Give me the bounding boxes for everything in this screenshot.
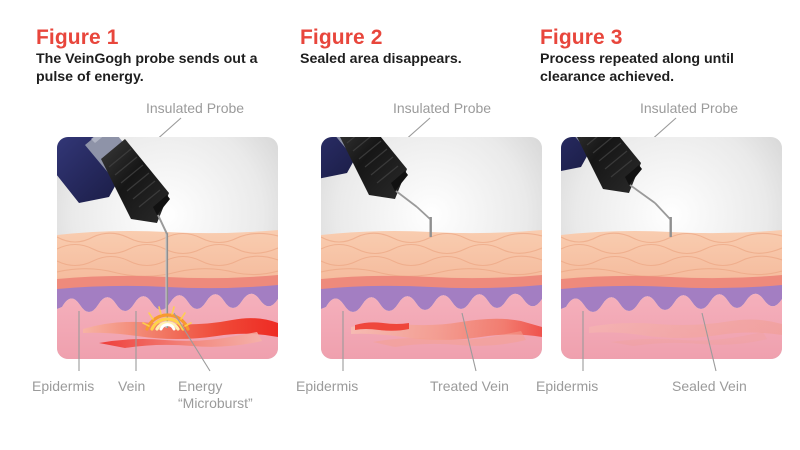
- figure-panel-1: Figure 1 The VeinGogh probe sends out a …: [26, 0, 278, 450]
- figure-1-bottom-leaders: [78, 311, 211, 372]
- figure-1-caption: The VeinGogh probe sends out a pulse of …: [36, 51, 258, 86]
- epidermis-label-1: Epidermis: [32, 378, 95, 394]
- figure-3-title: Figure 3: [540, 26, 623, 49]
- figure-3-caption: Process repeated along until clearance a…: [540, 51, 734, 86]
- treated-vein-lower: [373, 331, 526, 347]
- skin-cross-section-1: [57, 137, 278, 359]
- skin-cross-section-2: [321, 137, 542, 359]
- figure-2-title: Figure 2: [300, 26, 383, 49]
- figure-1-illustration: [57, 137, 278, 359]
- veingogh-probe-device: [57, 137, 170, 235]
- energy-microburst-label-1: Energy “Microburst”: [178, 378, 253, 411]
- epidermis-label-2: Epidermis: [296, 378, 359, 394]
- vein-lower: [99, 332, 262, 348]
- sealed-vein-label-3: Sealed Vein: [672, 378, 747, 394]
- figure-2-bottom-leaders: [342, 311, 477, 372]
- figure-3-bottom-leaders: [582, 311, 717, 372]
- figure-2-caption: Sealed area disappears.: [300, 51, 462, 67]
- energy-microburst: [142, 306, 192, 331]
- figure-3-illustration: [561, 137, 782, 359]
- treated-vein-label-2: Treated Vein: [430, 378, 509, 394]
- insulated-probe-label-3: Insulated Probe: [640, 100, 739, 116]
- skin-cross-section-3: [561, 137, 782, 359]
- vein-upper: [83, 318, 278, 339]
- veingogh-probe-device: [321, 137, 431, 220]
- vein-label-1: Vein: [118, 378, 146, 394]
- figure-1-title: Figure 1: [36, 26, 119, 49]
- figure-panel-3: Figure 3 Process repeated along until cl…: [530, 0, 782, 450]
- epidermis-label-3: Epidermis: [536, 378, 599, 394]
- sealed-vein-lower: [611, 332, 767, 346]
- treated-vein-segment: [355, 322, 409, 331]
- sealed-vein-upper: [589, 319, 782, 338]
- veingogh-probe-device: [561, 137, 671, 220]
- insulated-probe-label-1: Insulated Probe: [146, 100, 245, 116]
- figure-panel-2: Figure 2 Sealed area disappears. Insulat…: [290, 0, 542, 450]
- figure-2-illustration: [321, 137, 542, 359]
- insulated-probe-label-2: Insulated Probe: [393, 100, 492, 116]
